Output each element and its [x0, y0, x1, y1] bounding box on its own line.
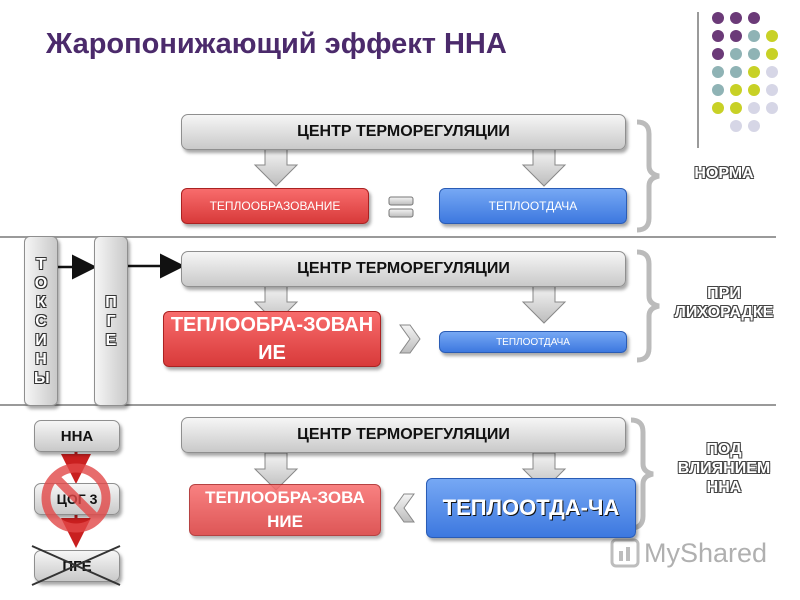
down-arrow-icon — [253, 452, 299, 491]
down-arrow-icon — [521, 148, 567, 187]
heat-production-norm: ТЕПЛООБРАЗОВАНИЕ — [181, 188, 369, 224]
heat-loss-nsaid: ТЕПЛООТДА-ЧА — [426, 478, 636, 538]
heat-loss-norm: ТЕПЛООТДАЧА — [439, 188, 627, 224]
down-arrow-icon — [253, 148, 299, 187]
equals-icon — [388, 196, 414, 218]
watermark-logo — [610, 538, 640, 568]
brace-nsaid — [630, 417, 654, 531]
heat-loss-fever: ТЕПЛООТДАЧА — [439, 331, 627, 353]
section-divider-1 — [0, 236, 776, 238]
down-arrow-icon — [521, 285, 567, 324]
nsaid-box: ННА — [34, 420, 120, 452]
thermoregulation-center-nsaid: ЦЕНТР ТЕРМОРЕГУЛЯЦИИ — [181, 417, 626, 453]
decorative-vertical-line — [697, 12, 699, 148]
pge-box-fever: ПГЕ — [94, 236, 128, 406]
thermoregulation-center-fever: ЦЕНТР ТЕРМОРЕГУЛЯЦИИ — [181, 251, 626, 287]
label-norm: НОРМА — [694, 165, 754, 182]
heat-production-nsaid: ТЕПЛООБРА-ЗОВАНИЕ — [189, 484, 381, 536]
brace-norm — [636, 119, 660, 233]
chevron-right-icon — [399, 324, 421, 354]
prohibition-icon — [41, 463, 111, 533]
section-divider-2 — [0, 404, 776, 406]
brace-fever — [636, 249, 660, 363]
label-nsaid: ПОД ВЛИЯНИЕМ ННА — [677, 441, 771, 496]
pge-label-fever: ПГЕ — [105, 293, 117, 349]
heat-production-fever: ТЕПЛООБРА-ЗОВАНИЕ — [163, 311, 381, 367]
page-title: Жаропонижающий эффект ННА — [46, 28, 507, 60]
toxins-box: ТОКСИНЫ — [24, 236, 58, 406]
cross-out-icon — [31, 545, 121, 586]
toxins-label: ТОКСИНЫ — [34, 255, 50, 387]
thermoregulation-center-norm: ЦЕНТР ТЕРМОРЕГУЛЯЦИИ — [181, 114, 626, 150]
label-fever: ПРИ ЛИХОРАДКЕ — [674, 285, 774, 321]
chevron-left-icon — [393, 493, 415, 523]
watermark-text: MyShared — [644, 538, 768, 568]
decorative-dot-grid — [700, 10, 800, 132]
